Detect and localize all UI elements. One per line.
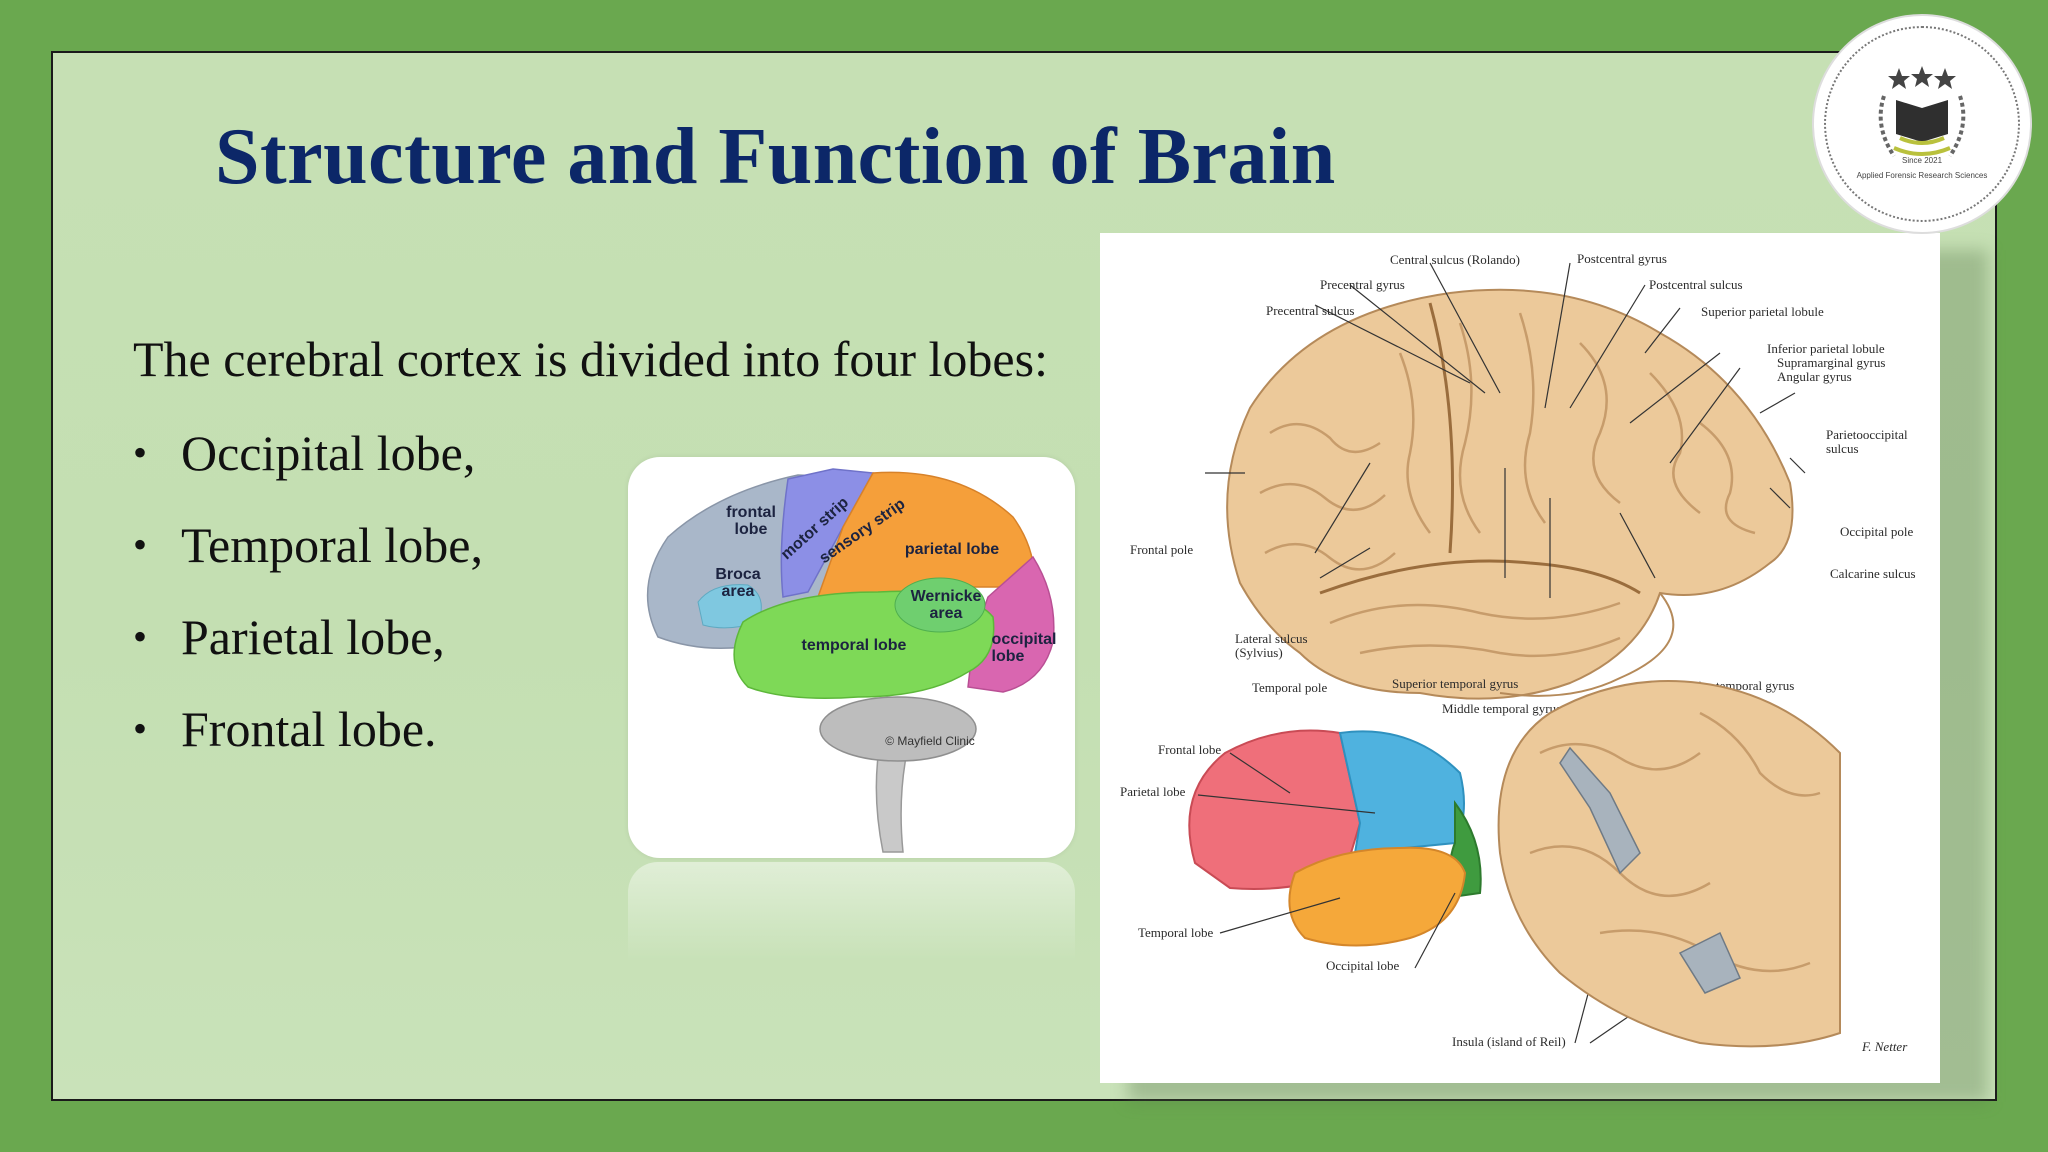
intro-text: The cerebral cortex is divided into four…: [133, 331, 1048, 387]
label-occipital-lobe: Occipital lobe: [1326, 958, 1400, 973]
label-postcentral-sulcus: Postcentral sulcus: [1649, 277, 1743, 292]
label-postcentral-gyrus: Postcentral gyrus: [1577, 251, 1667, 266]
label-precentral-sulcus: Precentral sulcus: [1266, 303, 1354, 318]
label-temporal-pole: Temporal pole: [1252, 680, 1327, 695]
label-parietooccipital-2: sulcus: [1826, 441, 1859, 456]
wernicke-label: Wernicke: [911, 588, 982, 605]
bullet-icon: •: [133, 522, 148, 567]
anatomy-atlas-image: Central sulcus (Rolando) Postcentral gyr…: [1100, 233, 1940, 1083]
logo-name-text: Applied Forensic Research Sciences: [1856, 171, 1988, 180]
label-signature: F. Netter: [1861, 1039, 1908, 1054]
occipital-label: occipital: [992, 631, 1057, 648]
lateral-brain-shape: [1226, 288, 1794, 700]
retractor-top-shape: [1559, 746, 1641, 875]
atlas-frontal-lobe-shape: [1188, 729, 1362, 890]
list-item: • Parietal lobe,: [133, 602, 483, 694]
lobe-list: • Occipital lobe, • Temporal lobe, • Pariet…: [133, 418, 483, 786]
label-inferior-parietal: Inferior parietal lobule: [1767, 341, 1885, 356]
list-item: • Occipital lobe,: [133, 418, 483, 510]
occipital-label-2: lobe: [992, 648, 1025, 665]
label-central-sulcus: Central sulcus (Rolando): [1390, 252, 1520, 267]
label-frontal-lobe: Frontal lobe: [1158, 742, 1221, 757]
central-sulcus-line: [1428, 302, 1454, 554]
bullet-icon: •: [133, 430, 148, 475]
frontal-label: frontal: [726, 504, 776, 521]
leader-lines: [1205, 262, 1806, 598]
label-parietooccipital: Parietooccipital: [1826, 427, 1908, 442]
logo-ring: [1824, 26, 2020, 222]
atlas-parietal-lobe-shape: [1338, 730, 1465, 855]
anatomy-atlas-svg: Central sulcus (Rolando) Postcentral gyr…: [1120, 251, 1916, 1054]
label-frontal-pole: Frontal pole: [1130, 542, 1193, 557]
lobe-diagram-card: frontal lobe Broca area motor strip sens…: [628, 457, 1075, 858]
label-insula: Insula (island of Reil): [1452, 1034, 1566, 1049]
insula-brain-shape: [1497, 680, 1841, 1048]
label-superior-parietal: Superior parietal lobule: [1701, 304, 1824, 319]
lateral-sulcus-line: [1319, 559, 1641, 595]
slide-title: Structure and Function of Brain: [215, 113, 1336, 201]
wernicke-label-2: area: [930, 605, 963, 622]
label-temporal-lobe: Temporal lobe: [1138, 925, 1213, 940]
label-lateral-sulcus-2: (Sylvius): [1235, 645, 1283, 660]
label-angular: Angular gyrus: [1777, 369, 1852, 384]
label-parietal-lobe: Parietal lobe: [1120, 784, 1186, 799]
label-superior-temporal: Superior temporal gyrus: [1392, 676, 1518, 691]
temporal-outline: [1499, 592, 1675, 697]
list-item-text: Parietal lobe,: [181, 609, 445, 665]
list-item: • Temporal lobe,: [133, 510, 483, 602]
atlas-labels-top: Central sulcus (Rolando) Postcentral gyr…: [1130, 251, 1916, 716]
card-reflection: [628, 862, 1075, 962]
logo-emblem-icon: [1878, 66, 1966, 158]
label-middle-temporal: Middle temporal gyrus: [1442, 701, 1561, 716]
list-item-text: Occipital lobe,: [181, 425, 476, 481]
bullet-icon: •: [133, 706, 148, 751]
label-calcarine: Calcarine sulcus: [1830, 566, 1916, 581]
label-supramarginal: Supramarginal gyrus: [1777, 355, 1885, 370]
gyri-pattern: [1259, 312, 1756, 658]
frontal-label-2: lobe: [735, 521, 768, 538]
lobe-diagram-image: frontal lobe Broca area motor strip sens…: [646, 468, 1057, 853]
wernicke-area-shape: [894, 577, 986, 633]
cerebellum-shape: [819, 696, 977, 762]
broca-label-2: area: [722, 583, 755, 600]
temporal-label: temporal lobe: [802, 637, 907, 654]
organization-logo: Since 2021 Applied Forensic Research Sci…: [1812, 14, 2032, 234]
credit-label: © Mayfield Clinic: [885, 734, 975, 748]
label-lateral-sulcus: Lateral sulcus: [1235, 631, 1308, 646]
bullet-icon: •: [133, 614, 148, 659]
retractor-bottom-shape: [1678, 931, 1741, 994]
broca-label: Broca: [715, 566, 760, 583]
list-item-text: Frontal lobe.: [181, 701, 437, 757]
label-occipital-pole: Occipital pole: [1840, 524, 1914, 539]
list-item-text: Temporal lobe,: [181, 517, 483, 573]
label-precentral-gyrus: Precentral gyrus: [1320, 277, 1405, 292]
list-item: • Frontal lobe.: [133, 694, 483, 786]
parietal-label: parietal lobe: [905, 541, 999, 558]
logo-since-text: Since 2021: [1901, 156, 1943, 165]
broca-area-shape: [697, 584, 762, 629]
atlas-temporal-lobe-shape: [1288, 846, 1467, 947]
